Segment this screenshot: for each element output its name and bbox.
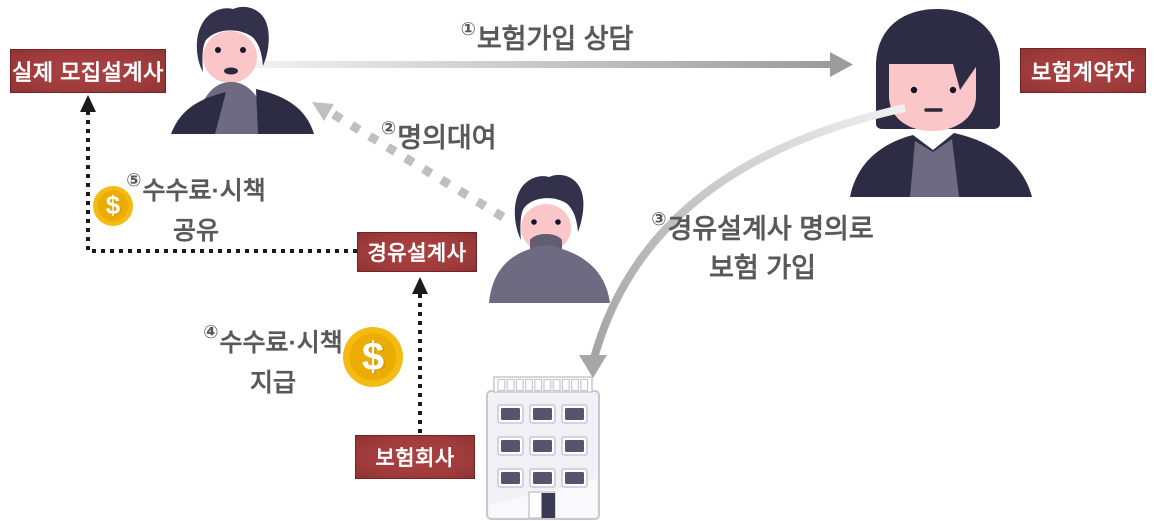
label-actual-recruiting-agent: 실제 모집설계사 [10, 49, 166, 93]
label-text: 실제 모집설계사 [12, 60, 164, 85]
svg-text:$: $ [364, 336, 386, 380]
arrow-commission-payment [412, 277, 428, 433]
step-text: 수수료·시책 [219, 329, 343, 357]
label-via-agent: 경유설계사 [357, 232, 477, 272]
female-policyholder-icon [850, 9, 1032, 197]
label-text: 보험계약자 [1031, 59, 1135, 85]
step-text: 수수료·시책 [142, 177, 266, 205]
male-agent-icon [171, 6, 314, 134]
building-door [528, 491, 556, 519]
step-3-apply-via-agent: ③경유설계사 명의로 보험 가입 [635, 200, 890, 288]
step-text: 명의대여 [397, 123, 497, 153]
arrow-apply-via-agent [579, 104, 906, 378]
dollar-coin-icon: $ $ [93, 186, 133, 226]
svg-text:$: $ [107, 191, 122, 221]
label-insurance-company: 보험회사 [355, 435, 475, 479]
insurance-company-building-icon [486, 376, 600, 520]
label-policyholder: 보험계약자 [1020, 48, 1146, 93]
step-4-commission-payment: ④수수료·시책 지급 [203, 312, 343, 403]
step-number: ④ [203, 322, 219, 342]
arrow-commission-sharing [80, 95, 357, 253]
arrow-name-lending [312, 102, 506, 221]
step-text-line2: 지급 [249, 369, 296, 397]
step-text: 보험가입 상담 [476, 24, 634, 54]
step-text-line2: 공유 [172, 217, 219, 245]
step-text-line2: 보험 가입 [709, 253, 816, 283]
dollar-coin-icon: $ $ [343, 327, 403, 387]
step-number: ① [460, 19, 476, 39]
step-number: ⑤ [126, 170, 142, 190]
label-text: 경유설계사 [367, 242, 467, 265]
male-via-agent-icon [489, 174, 610, 303]
arrow-consultation [250, 52, 853, 77]
step-text: 경유설계사 명의로 [667, 214, 874, 244]
svg-text:$: $ [106, 190, 121, 220]
building-windows [497, 404, 588, 488]
step-5-commission-sharing: ⑤수수료·시책 공유 [126, 160, 266, 251]
label-text: 보험회사 [375, 447, 455, 470]
step-2-name-lending: ②명의대여 [381, 109, 551, 158]
step-number: ③ [651, 209, 667, 229]
step-number: ② [381, 118, 397, 138]
step-1-consultation: ①보험가입 상담 [422, 10, 672, 59]
svg-text:$: $ [362, 335, 384, 379]
